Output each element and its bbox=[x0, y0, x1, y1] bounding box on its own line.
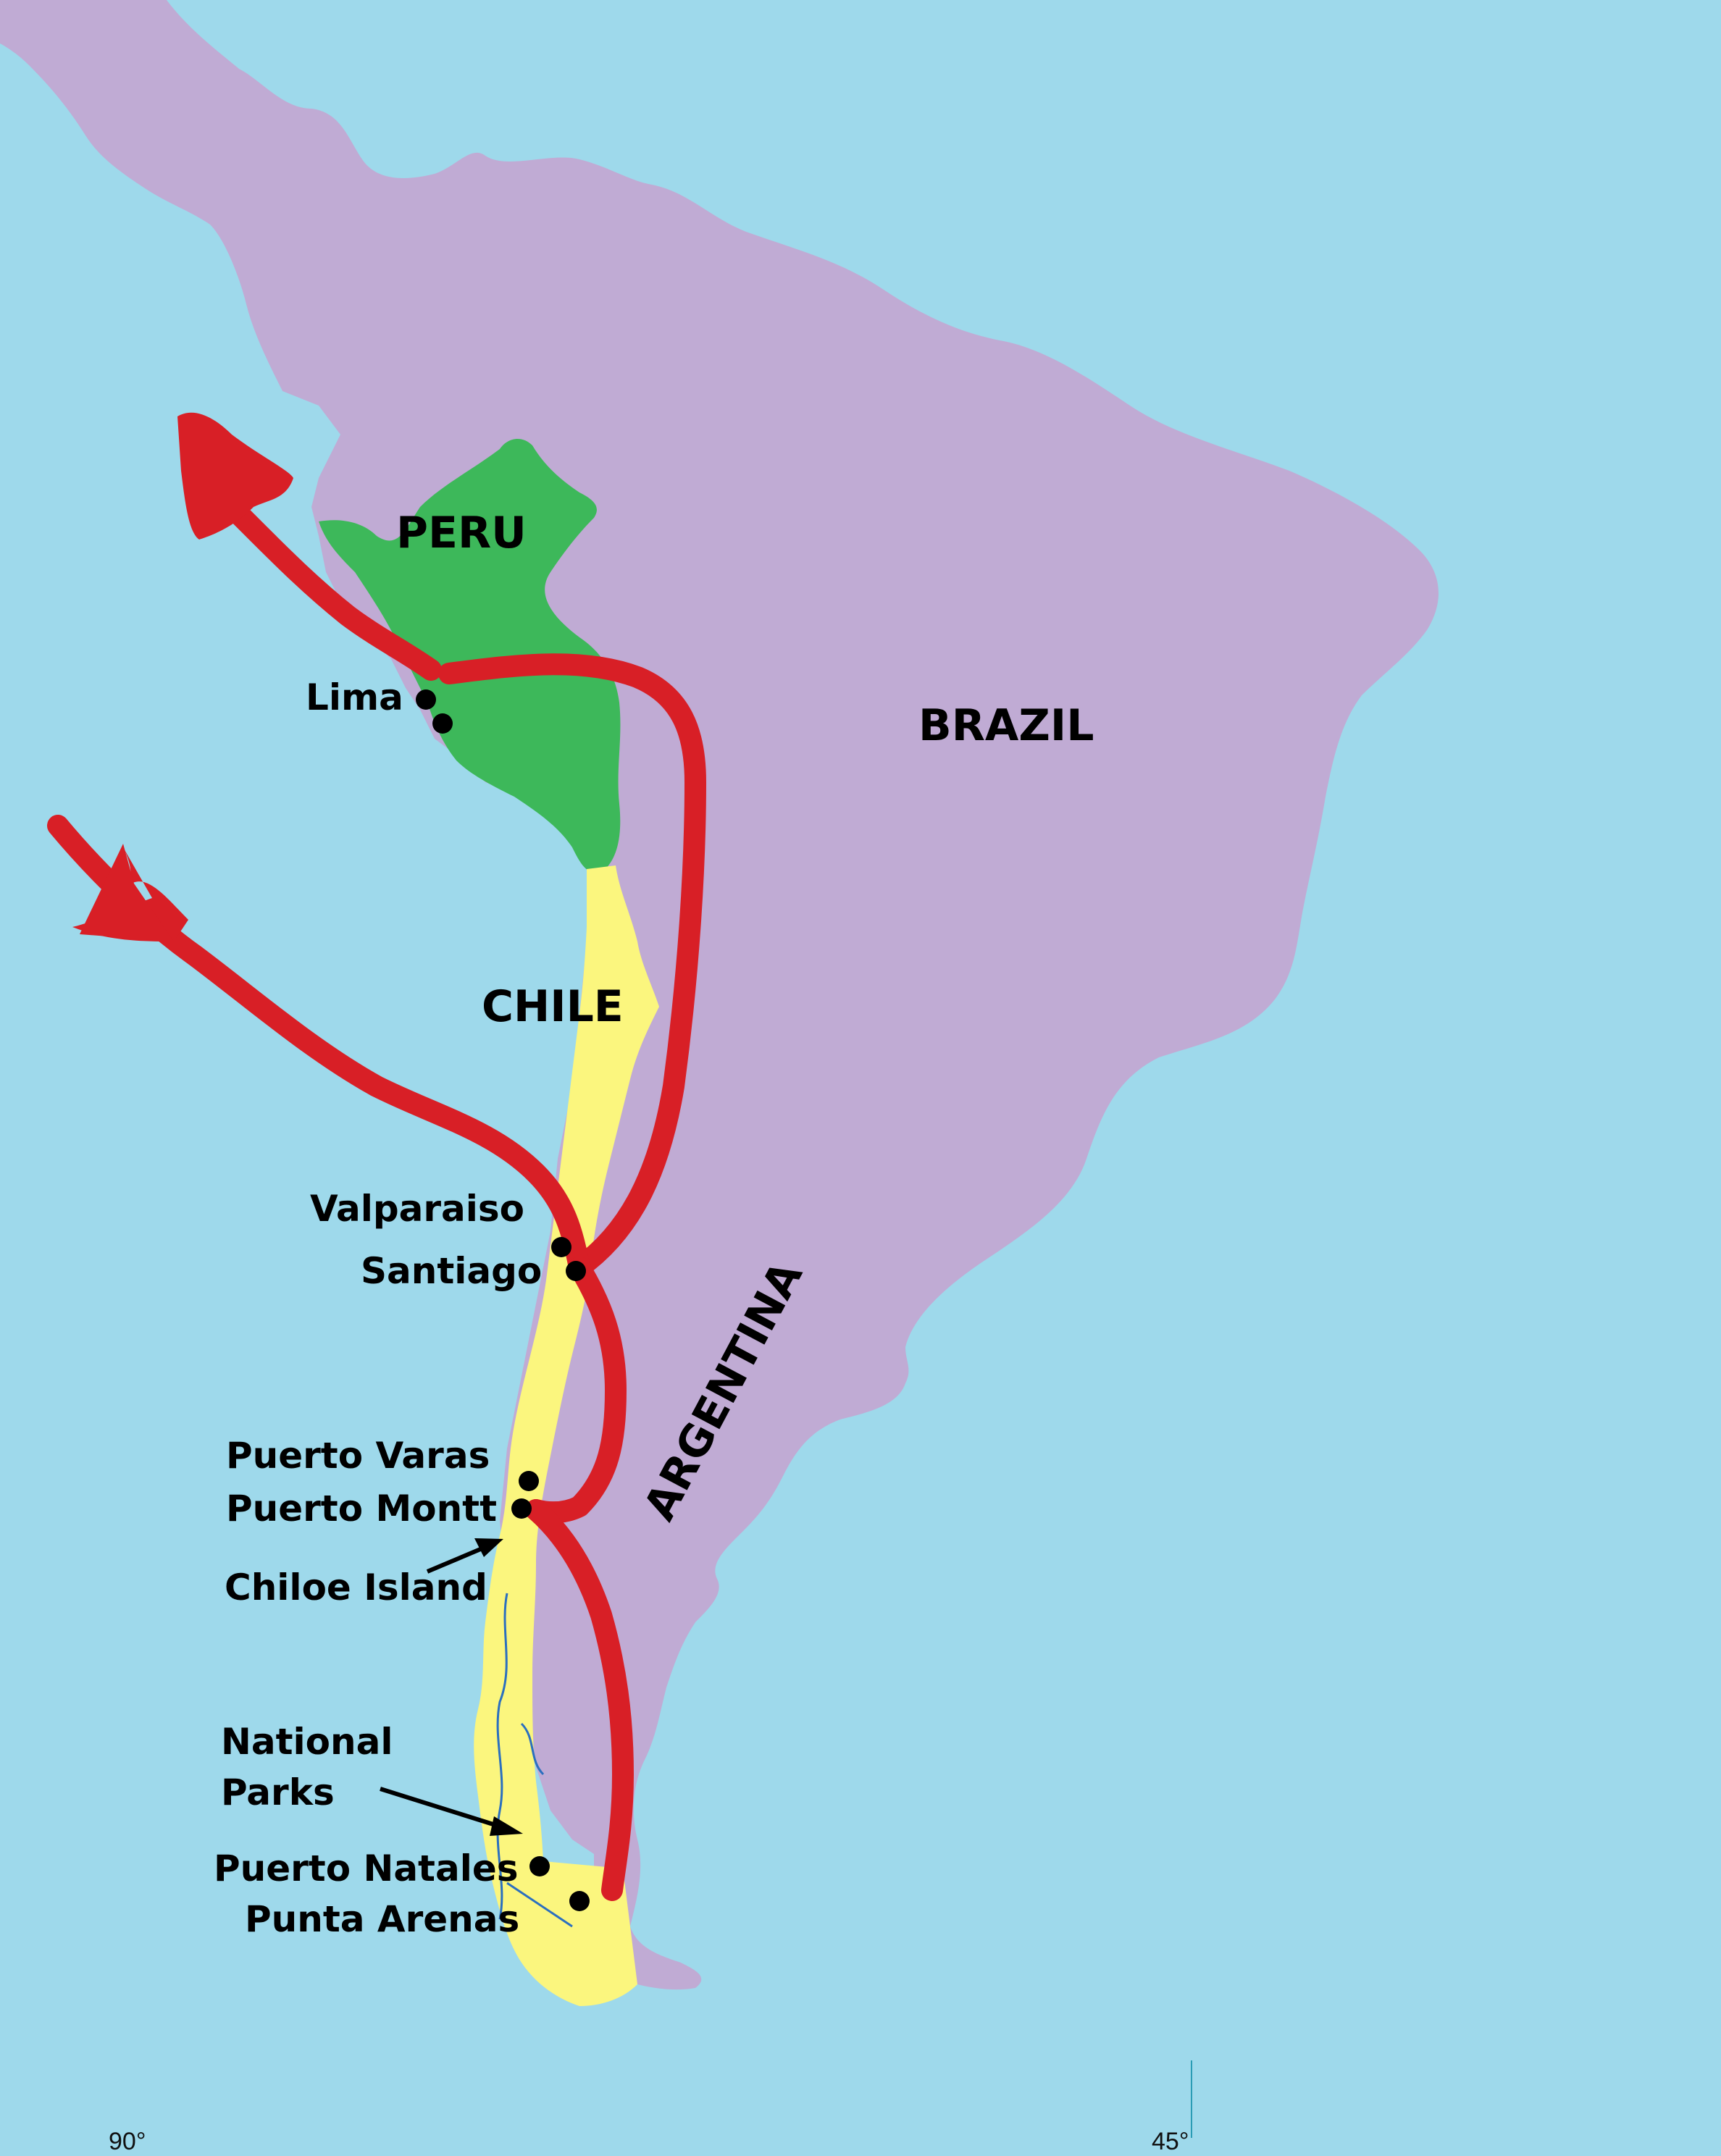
peru-region bbox=[319, 438, 621, 873]
label-parks: Parks bbox=[221, 1771, 335, 1813]
label-chile: CHILE bbox=[482, 981, 624, 1032]
route-puertomontt-puntaarenas bbox=[525, 1499, 634, 1901]
label-peru: PERU bbox=[396, 508, 527, 558]
pointer-arrows bbox=[380, 1538, 523, 1836]
dot-valparaiso bbox=[551, 1237, 571, 1257]
label-puerto-natales: Puerto Natales bbox=[214, 1847, 519, 1889]
dot-lima-2 bbox=[432, 713, 453, 734]
label-valparaiso: Valparaiso bbox=[310, 1188, 525, 1230]
label-punta-arenas: Punta Arenas bbox=[245, 1898, 520, 1940]
dot-puerto-montt bbox=[511, 1498, 532, 1519]
dot-lima-1 bbox=[416, 689, 436, 710]
graticule-label-left: 90° bbox=[109, 2128, 146, 2155]
graticule-label-right: 45° bbox=[1152, 2128, 1189, 2155]
dot-santiago bbox=[566, 1261, 586, 1281]
chile-region bbox=[474, 865, 659, 2006]
south-america-land bbox=[0, 0, 1439, 1990]
label-chiloe-island: Chiloe Island bbox=[225, 1566, 487, 1608]
label-national: National bbox=[221, 1721, 393, 1763]
city-dots bbox=[416, 689, 590, 1911]
dot-puerto-natales bbox=[529, 1856, 550, 1876]
label-puerto-montt: Puerto Montt bbox=[226, 1488, 497, 1530]
label-santiago: Santiago bbox=[361, 1250, 543, 1292]
fjord-coastline bbox=[496, 1593, 573, 1928]
label-brazil: BRAZIL bbox=[918, 700, 1094, 751]
arrowhead-north bbox=[177, 412, 293, 540]
label-lima: Lima bbox=[306, 676, 403, 718]
arrowhead-west-fill bbox=[80, 844, 174, 941]
route-santiago-puertomontt bbox=[525, 1257, 627, 1524]
label-puerto-varas: Puerto Varas bbox=[226, 1435, 490, 1477]
dot-punta-arenas bbox=[569, 1891, 590, 1911]
route-lima-santiago bbox=[438, 653, 706, 1278]
dot-puerto-varas bbox=[519, 1471, 539, 1491]
